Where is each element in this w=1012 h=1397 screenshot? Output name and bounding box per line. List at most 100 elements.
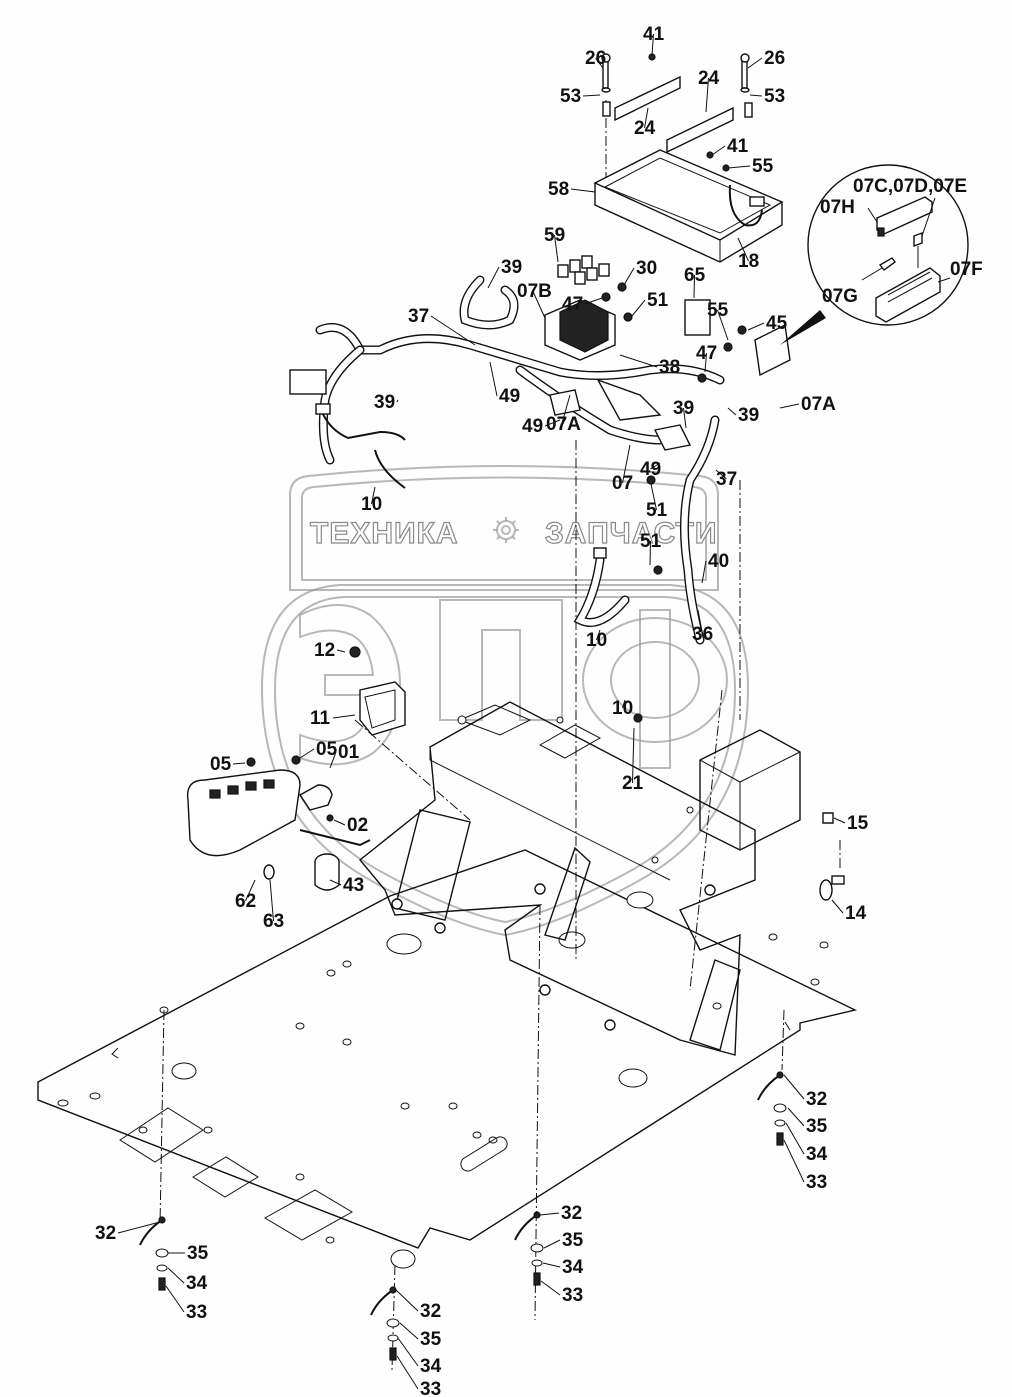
clip-15 [822,812,834,824]
callout-label-01: 01 [338,742,360,763]
callout-label-37: 37 [408,306,429,327]
callout-label-58: 58 [548,179,569,200]
bracket-24-right [666,106,734,154]
leader-line [622,699,626,709]
floor-cutout [263,1189,354,1241]
callout-label-12: 12 [314,640,335,661]
callout-label-51: 51 [640,531,662,552]
callout-label-07b: 07B [517,281,552,302]
leader-line [232,762,246,765]
leader-line [167,1267,185,1284]
callout-label-37: 37 [716,469,737,490]
leader-line [595,57,604,69]
leader-line [704,352,707,373]
callout-label-26: 26 [585,48,606,69]
callout-label-59: 59 [544,225,565,246]
callout-label-33: 33 [562,1285,583,1306]
callout-label-30: 30 [636,258,657,279]
callout-label-10: 10 [612,698,633,719]
leader-line [396,1355,419,1390]
watermark-text-right: ЗАПЧАСТИ [545,517,717,550]
callout-label-49: 49 [522,416,543,437]
wire-harness-07 [289,275,725,645]
callout-label-55: 55 [707,300,729,321]
callout-label-33: 33 [186,1302,207,1323]
leader-line [332,714,356,719]
leader-line [650,462,661,470]
leader-line [570,188,596,193]
callout-label-53: 53 [764,86,785,107]
watermark-letter-f-inner [610,641,700,719]
callout-label-33: 33 [420,1379,441,1397]
callout-label-47: 47 [562,294,583,315]
inset-label: 07H [820,197,855,218]
callout-label-39: 39 [501,257,522,278]
callout-label-41: 41 [727,136,749,157]
leader-line [650,483,657,511]
leader-line [783,1139,805,1183]
floor-cutout [119,1107,204,1163]
callout-label-02: 02 [347,815,368,836]
leader-line [584,297,603,305]
detail-inset: 07C,07D,07E 07H 07G 07F [780,164,983,345]
leader-line [269,879,274,922]
callout-label-07a: 07A [546,414,581,435]
callout-label-49: 49 [640,459,661,480]
leader-line [532,290,546,319]
leader-line [831,899,844,914]
relays-59 [557,255,610,285]
callout-label-35: 35 [187,1243,209,1264]
callout-label-51: 51 [646,500,668,521]
leader-line [329,879,342,886]
relay-65 [684,299,711,336]
leader-line [543,1239,561,1249]
leader-line [333,819,346,826]
leader-line [631,299,646,317]
leader-line [165,1285,185,1313]
leader-line [245,879,256,902]
callout-label-40: 40 [708,551,729,572]
leader-line [701,560,707,584]
callout-label-35: 35 [420,1329,442,1350]
gear-icon [493,517,519,543]
clips [819,812,845,901]
watermark-banner [289,465,719,591]
ground-strap-group [139,1071,787,1361]
leader-line [399,1322,419,1340]
plate-01 [298,784,333,811]
callout-label-39: 39 [738,405,759,426]
callout-label-34: 34 [420,1356,442,1377]
connector-block [289,369,327,395]
leader-line [651,33,654,56]
leader-line [697,609,703,635]
leader-line [487,266,500,289]
callout-label-24: 24 [634,118,656,139]
callout-label-26: 26 [764,48,785,69]
leader-line [705,77,709,113]
watermark-letter-f-stem [639,609,671,769]
callout-label-32: 32 [420,1301,441,1322]
leader-line [596,629,601,641]
callout-label-33: 33 [806,1172,827,1193]
callout-label-51: 51 [647,290,669,311]
floor-cutout [192,1156,259,1198]
leader-line [715,469,727,480]
leader-line [544,419,561,427]
watermark-letter-p [439,599,563,721]
leader-line [395,1289,419,1312]
leader-line [622,444,631,484]
leader-line [727,165,751,169]
bracket-24-left [614,75,681,122]
leader-line [779,403,800,409]
callout-label-39: 39 [673,398,694,419]
callout-label-32: 32 [806,1089,827,1110]
leader-line [117,1221,161,1234]
leader-line [539,1212,560,1216]
watermark-banner-inner [301,476,707,581]
callout-label-15: 15 [847,813,869,834]
watermark-text-left: ТЕХНИКА [310,517,459,550]
callout-label-21: 21 [622,773,644,794]
callout-label-10: 10 [586,630,607,651]
